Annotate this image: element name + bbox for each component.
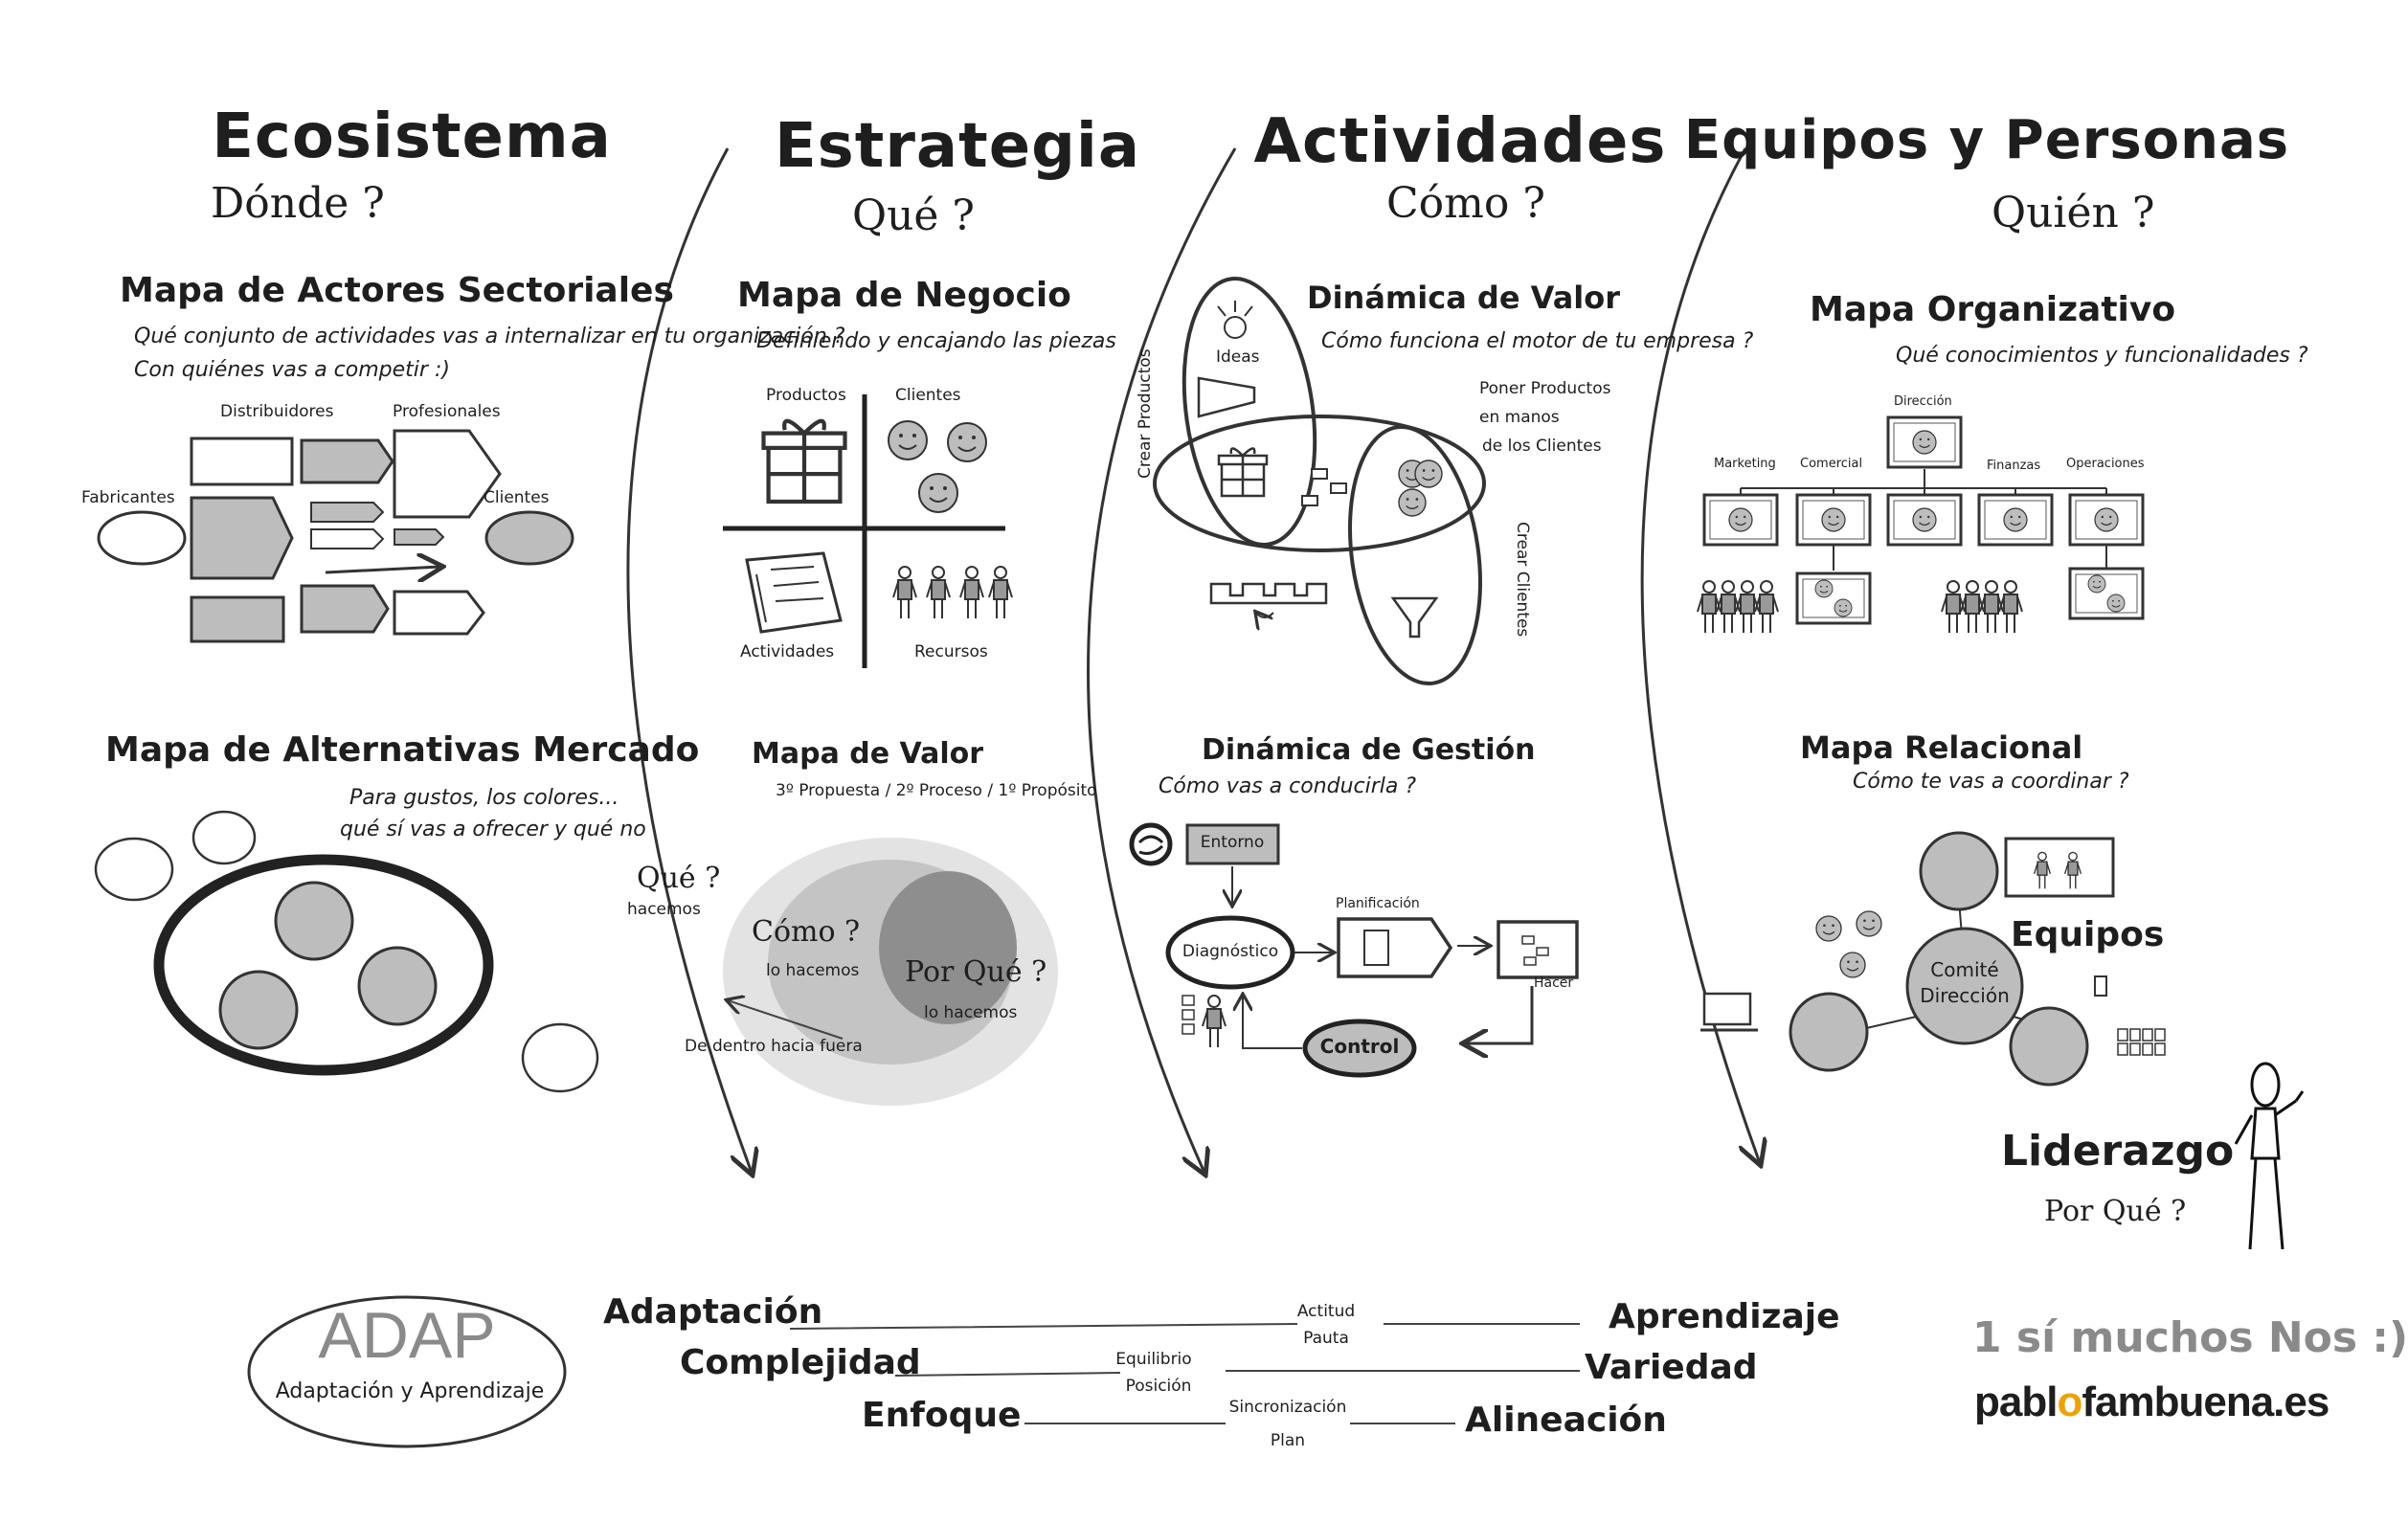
mapa-relacional-subtitle: Cómo te vas a coordinar ? [1853, 770, 2129, 794]
mapa-negocio-title: Mapa de Negocio [737, 276, 1071, 315]
gestion-diagram [1129, 822, 1579, 1078]
label-diagnostico: Diagnóstico [1181, 942, 1279, 961]
column-question-actividades: Cómo ? [1386, 179, 1545, 228]
mapa-valor-subtitle: 3º Propuesta / 2º Proceso / 1º Propósito [776, 781, 1097, 800]
label-planificacion: Planificación [1336, 896, 1420, 911]
brand-post: fambuena.es [2082, 1378, 2329, 1425]
label-poner-productos-1: Poner Productos [1479, 379, 1611, 398]
quadrant-productos: Productos [766, 386, 846, 405]
column-title-estrategia: Estrategia [774, 111, 1141, 182]
valor-que-sub: hacemos [627, 900, 701, 919]
footer-equilibrio: Equilibrio [1115, 1350, 1192, 1369]
brand-o: o [2057, 1378, 2082, 1425]
dept-comercial: Comercial [1800, 457, 1863, 471]
actores-diagram [97, 429, 574, 643]
valor-que: Qué ? [637, 862, 721, 895]
column-question-estrategia: Qué ? [852, 191, 976, 240]
mapa-negocio-subtitle: Definiendo y encajando las piezas [756, 329, 1116, 353]
label-hacer: Hacer [1534, 975, 1574, 991]
column-title-equipos: Equipos y Personas [1683, 109, 2290, 171]
label-crear-productos: Crear Productos [1136, 348, 1155, 479]
dept-marketing: Marketing [1714, 457, 1776, 471]
brand-logo: pablofambuena.es [1974, 1378, 2329, 1425]
liderazgo-title: Liderazgo [2001, 1127, 2235, 1176]
label-crear-clientes: Crear Clientes [1513, 522, 1532, 638]
dinamica-gestion-subtitle: Cómo vas a conducirla ? [1159, 774, 1417, 798]
negocio-canvas [723, 394, 1013, 668]
label-comite-2: Dirección [1920, 984, 2010, 1007]
dinamica-valor-title: Dinámica de Valor [1307, 280, 1621, 316]
column-title-ecosistema: Ecosistema [212, 101, 612, 172]
mapa-organizativo-title: Mapa Organizativo [1810, 290, 2176, 329]
dinamica-valor-subtitle: Cómo funciona el motor de tu empresa ? [1321, 329, 1754, 353]
label-clientes: Clientes [484, 488, 550, 507]
label-equipos: Equipos [2011, 915, 2165, 954]
dinamica-gestion-title: Dinámica de Gestión [1202, 733, 1536, 767]
mapa-actores-title: Mapa de Actores Sectoriales [120, 271, 674, 310]
footer-sincronizacion: Sincronización [1228, 1398, 1347, 1417]
divider-arc-3 [1640, 147, 1760, 1163]
valor-como: Cómo ? [752, 915, 861, 949]
brand-pre: pabl [1974, 1378, 2058, 1425]
label-direccion: Dirección [1894, 394, 1952, 409]
valor-como-sub: lo hacemos [766, 961, 860, 980]
label-profesionales: Profesionales [393, 402, 501, 421]
relacional-diagram [1700, 831, 2166, 1087]
mapa-actores-question-2: Con quiénes vas a competir :) [134, 358, 450, 382]
footer-lines [247, 1295, 1580, 1448]
quadrant-actividades: Actividades [740, 642, 835, 661]
column-title-actividades: Actividades [1253, 106, 1667, 177]
quadrant-recursos: Recursos [914, 642, 988, 661]
label-fabricantes: Fabricantes [81, 488, 175, 507]
adap-logo: ADAP [318, 1299, 496, 1372]
valor-porque-sub: lo hacemos [924, 1003, 1018, 1022]
valor-arrow-label: De dentro hacia fuera [685, 1037, 863, 1056]
label-poner-productos-3: de los Clientes [1482, 437, 1602, 456]
footer-adaptacion: Adaptación [603, 1292, 823, 1332]
valor-dinamica-diagram [1153, 277, 1486, 686]
footer-variedad: Variedad [1585, 1348, 1758, 1387]
label-control: Control [1319, 1035, 1400, 1058]
mapa-alternativas-note-1: Para gustos, los colores... [349, 786, 619, 810]
label-comite-1: Comité [1930, 958, 1999, 981]
mapa-alternativas-note-2: qué sí vas a ofrecer y qué no [340, 818, 646, 841]
label-ideas: Ideas [1216, 347, 1260, 367]
label-poner-productos-2: en manos [1479, 408, 1560, 427]
mapa-actores-question-1: Qué conjunto de actividades vas a intern… [134, 325, 845, 348]
footer-complejidad: Complejidad [680, 1343, 921, 1382]
divider-arc-1 [626, 147, 752, 1173]
leader-figure [2234, 1062, 2305, 1250]
mapa-valor-title: Mapa de Valor [752, 737, 984, 771]
footer-enfoque: Enfoque [862, 1396, 1022, 1435]
alternativas-diagram [94, 810, 599, 1093]
footer-posicion: Posición [1125, 1377, 1192, 1396]
mapa-alternativas-title: Mapa de Alternativas Mercado [105, 730, 700, 770]
adap-subtitle: Adaptación y Aprendizaje [275, 1379, 545, 1403]
valor-porque: Por Qué ? [905, 955, 1047, 989]
mapa-relacional-title: Mapa Relacional [1800, 729, 2083, 766]
quadrant-clientes: Clientes [895, 386, 961, 405]
dept-finanzas: Finanzas [1987, 459, 2041, 473]
label-distribuidores: Distribuidores [220, 402, 334, 421]
footer-actitud: Actitud [1296, 1302, 1356, 1321]
org-chart [1697, 415, 2145, 634]
liderazgo-question: Por Qué ? [2044, 1195, 2187, 1228]
valor-circles [723, 838, 1058, 1106]
column-question-equipos: Quién ? [1992, 189, 2155, 237]
footer-alineacion: Alineación [1465, 1401, 1667, 1440]
footer-aprendizaje: Aprendizaje [1609, 1297, 1840, 1336]
mapa-organizativo-subtitle: Qué conocimientos y funcionalidades ? [1896, 344, 2308, 368]
label-entorno: Entorno [1200, 833, 1265, 852]
column-question-ecosistema: Dónde ? [211, 179, 385, 228]
footer-pauta: Pauta [1303, 1329, 1349, 1348]
divider-arc-2 [1087, 147, 1237, 1173]
footer-plan: Plan [1270, 1431, 1306, 1450]
dept-operaciones: Operaciones [2066, 457, 2145, 471]
thanks-note: 1 sí muchos Nos :) [1972, 1313, 2408, 1362]
